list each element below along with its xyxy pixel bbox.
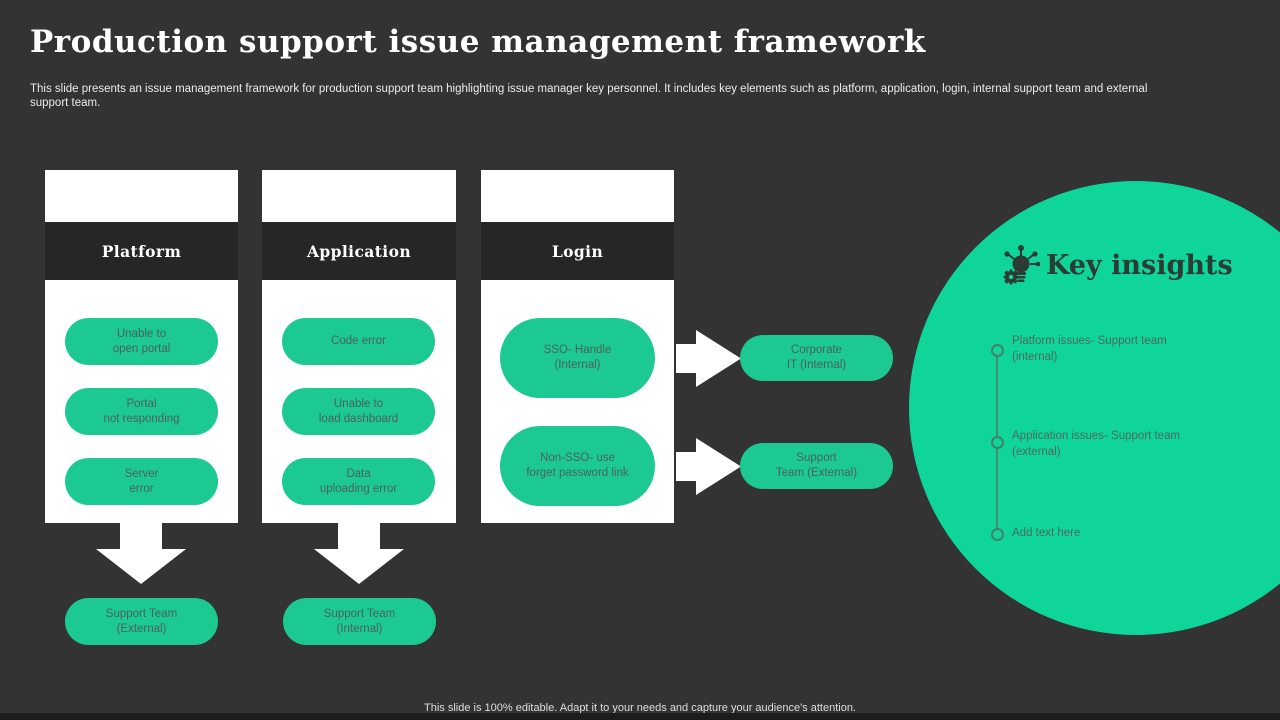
insight-item-application: Application issues- Support team (extern… [1012,430,1181,458]
issue-pill-unable-open-portal: Unable to open portal [65,318,218,365]
insight-item-add-text: Add text here [1012,527,1081,539]
insight-item-platform: Platform issues- Support team (internal) [1012,335,1167,363]
key-insights-circle [909,181,1280,635]
outcome-pill-application-support-team: Support Team (Internal) [283,598,436,645]
down-arrow-icon [314,521,404,584]
issue-pill-code-error: Code error [282,318,435,365]
outcome-pill-platform-support-team: Support Team (External) [65,598,218,645]
slide-title: Production support issue management fram… [30,24,926,60]
key-insights-title: Key insights [1046,250,1233,281]
issue-pill-data-uploading-error: Data uploading error [282,458,435,505]
column-header-login: Login [481,222,674,280]
right-arrow-icon [676,330,741,387]
outcome-pill-support-team-external: Support Team (External) [740,443,893,489]
right-arrow-icon [676,438,741,495]
issue-pill-sso-handle: SSO- Handle (Internal) [500,318,655,398]
slide-footer-note: This slide is 100% editable. Adapt it to… [424,702,856,714]
outcome-pill-corporate-it: Corporate IT (Internal) [740,335,893,381]
timeline-dot [991,344,1004,357]
issue-pill-portal-not-responding: Portal not responding [65,388,218,435]
column-application: Application Code error Unable to load da… [262,170,456,523]
bottom-accent-bar [0,713,1280,720]
column-platform: Platform Unable to open portal Portal no… [45,170,238,523]
slide-description: This slide presents an issue management … [30,83,1148,109]
lightbulb-gear-icon [1003,245,1041,285]
column-login: Login SSO- Handle (Internal) Non-SSO- us… [481,170,674,523]
timeline-dot [991,528,1004,541]
timeline-dot [991,436,1004,449]
issue-pill-non-sso: Non-SSO- use forget password link [500,426,655,506]
issue-pill-server-error: Server error [65,458,218,505]
issue-pill-unable-load-dashboard: Unable to load dashboard [282,388,435,435]
down-arrow-icon [96,521,186,584]
column-header-application: Application [262,222,456,280]
column-header-platform: Platform [45,222,238,280]
